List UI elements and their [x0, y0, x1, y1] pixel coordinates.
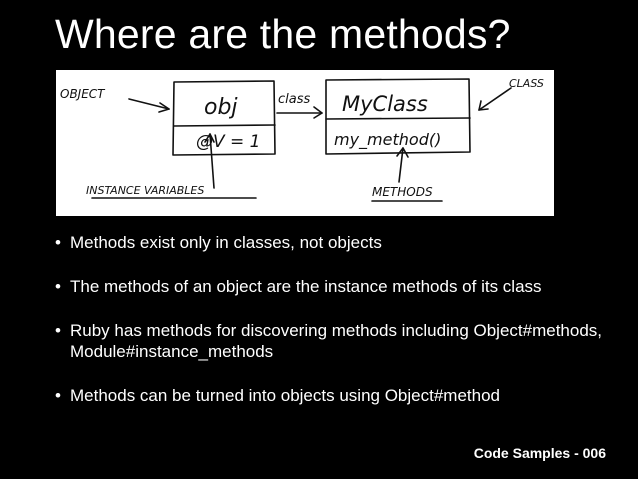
bullet-dot: • — [55, 277, 61, 296]
object-model-diagram: OBJECT obj @V = 1 class MyClass my_metho… — [56, 70, 554, 216]
bullet-item: • Methods can be turned into objects usi… — [55, 385, 625, 406]
bullet-list: • Methods exist only in classes, not obj… — [55, 232, 625, 406]
label-obj: obj — [204, 95, 238, 120]
object-box — [172, 80, 276, 156]
object-arrowhead — [158, 102, 170, 113]
label-ivar: @V = 1 — [196, 132, 261, 152]
class-box — [325, 78, 471, 155]
diagram-sketch: OBJECT obj @V = 1 class MyClass my_metho… — [60, 77, 544, 202]
bullet-text: Methods exist only in classes, not objec… — [70, 233, 382, 252]
label-instance-variables: INSTANCE VARIABLES — [86, 184, 204, 197]
bullet-text: The methods of an object are the instanc… — [70, 277, 542, 296]
label-object: OBJECT — [60, 87, 106, 101]
class-label-arrowhead — [478, 100, 489, 111]
bullet-dot: • — [55, 386, 61, 405]
label-myclass: MyClass — [342, 92, 428, 116]
bullet-dot: • — [55, 233, 61, 252]
label-method: my_method() — [334, 130, 441, 150]
ivar-arrow — [209, 133, 215, 189]
label-class: CLASS — [509, 77, 544, 90]
bullet-item: • The methods of an object are the insta… — [55, 276, 625, 297]
bullet-item: • Ruby has methods for discovering metho… — [55, 320, 625, 362]
bullet-text: Methods can be turned into objects using… — [70, 386, 500, 405]
label-methods: METHODS — [372, 185, 433, 199]
slide-title: Where are the methods? — [55, 11, 511, 57]
object-arrow — [128, 98, 170, 110]
bullet-text: Ruby has methods for discovering methods… — [70, 321, 603, 361]
class-label-arrow — [478, 87, 512, 111]
object-box-divider — [173, 124, 276, 127]
methods-arrow — [398, 147, 404, 183]
footer-label: Code Samples - 006 — [473, 445, 606, 461]
class-arrowhead — [313, 106, 323, 119]
label-class-arrow: class — [278, 92, 310, 107]
class-box-divider — [325, 117, 471, 120]
methods-arrowhead — [396, 147, 409, 158]
ivar-arrowhead — [204, 133, 215, 143]
bullet-dot: • — [55, 321, 61, 340]
bullet-item: • Methods exist only in classes, not obj… — [55, 232, 625, 253]
